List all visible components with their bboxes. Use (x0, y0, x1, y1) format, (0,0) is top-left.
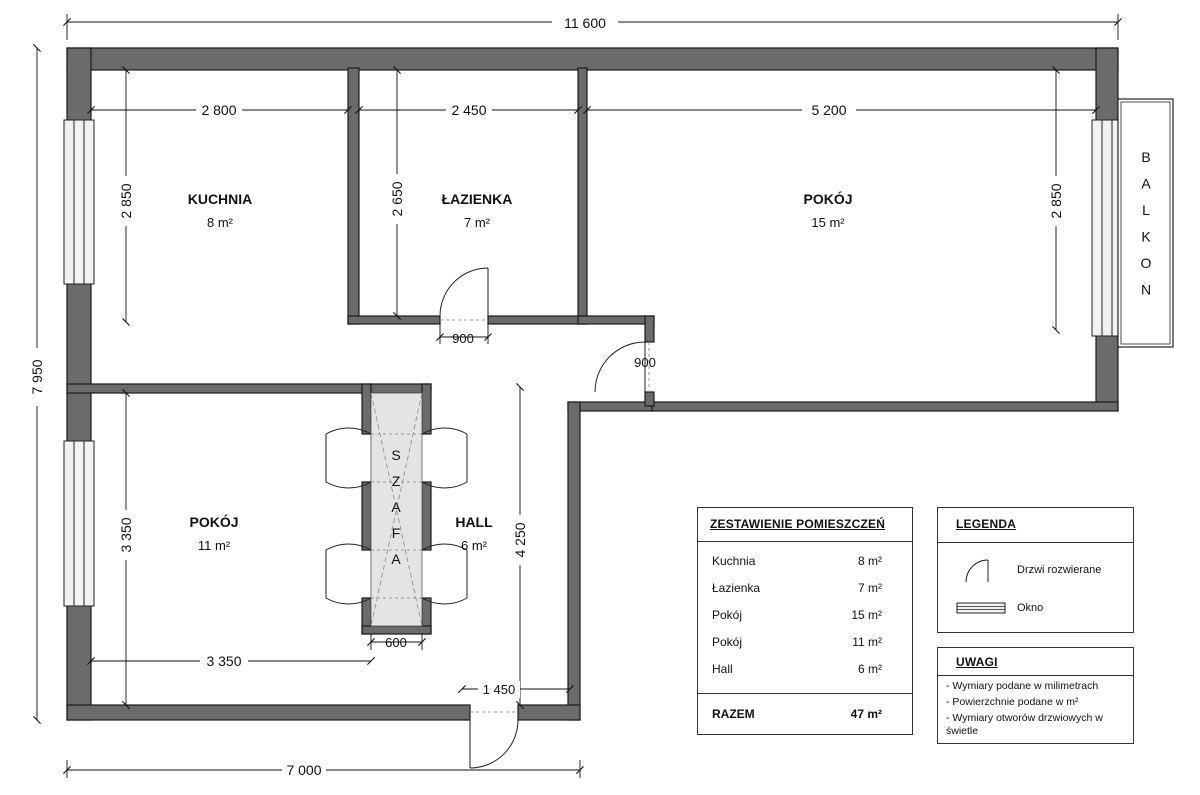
window-pokoj-small (63, 440, 95, 607)
table-row: Kuchnia 8 m² (712, 554, 882, 568)
szafa-letter: F (392, 525, 401, 541)
room-name-lazienka: ŁAZIENKA (442, 191, 513, 207)
legend-title: LEGENDA (956, 517, 1017, 531)
row-area: 8 m² (858, 554, 882, 568)
room-area-pokoj-big: 15 m² (811, 215, 845, 230)
dim-lazienka-height: 2 650 (389, 181, 405, 216)
dim-kuchnia-height: 2 850 (118, 183, 134, 218)
room-area-hall: 6 m² (461, 538, 488, 553)
balkon-letter: B (1141, 149, 1150, 165)
row-name: Łazienka (712, 581, 761, 595)
dim-lazienka-width: 2 450 (451, 102, 486, 118)
wardrobe (325, 392, 468, 627)
window-kuchnia (63, 119, 95, 285)
dim-pokoj-small-width: 3 350 (206, 653, 241, 669)
dim-bottom-width: 7 000 (286, 762, 321, 778)
row-name: Kuchnia (712, 554, 756, 568)
balkon-letter: L (1142, 202, 1150, 218)
row-area: 6 m² (858, 662, 882, 676)
room-schedule-table: ZESTAWIENIE POMIESZCZEŃ Kuchnia 8 m² Łaz… (697, 507, 913, 735)
legend-door-label: Drzwi rozwierane (1017, 564, 1102, 576)
dim-total-height: 7 950 (29, 359, 45, 394)
table-row: Pokój 11 m² (712, 635, 882, 649)
room-name-kuchnia: KUCHNIA (188, 191, 253, 207)
note-item: - Wymiary podane w milimetrach (946, 680, 1099, 692)
legend: LEGENDA Drzwi rozwierane Okno (937, 507, 1134, 633)
balkon-letter: A (1141, 176, 1151, 192)
room-area-lazienka: 7 m² (464, 215, 491, 230)
szafa-letter: A (391, 551, 401, 567)
balkon-letter: O (1141, 255, 1152, 271)
schedule-title: ZESTAWIENIE POMIESZCZEŃ (710, 517, 886, 531)
divider (938, 675, 1133, 676)
notes: UWAGI - Wymiary podane w milimetrach - P… (937, 647, 1134, 744)
divider (938, 542, 1133, 543)
room-name-hall: HALL (455, 514, 493, 530)
door-swing-icon (965, 559, 989, 583)
dim-kuchnia-width: 2 800 (201, 102, 236, 118)
room-area-pokoj-small: 11 m² (198, 538, 231, 553)
divider (698, 541, 912, 542)
row-area: 7 m² (858, 581, 882, 595)
note-item: - Wymiary otworów drzwiowych w świetle (946, 712, 1103, 737)
room-labels: KUCHNIA 8 m² ŁAZIENKA 7 m² POKÓJ 15 m² P… (188, 190, 853, 553)
szafa-letter: A (391, 499, 401, 515)
dim-hall-height: 4 250 (512, 522, 528, 557)
balkon-letter: K (1141, 229, 1151, 245)
dim-pokoj-small-height: 3 350 (118, 517, 134, 552)
dim-wardrobe-width: 600 (385, 635, 407, 650)
total-row: RAZEM 47 m² (712, 707, 882, 721)
row-area: 15 m² (851, 608, 882, 622)
divider (698, 693, 912, 694)
dimension-labels: 11 600 7 950 7 000 2 800 2 450 5 200 2 8… (27, 12, 1066, 780)
table-row: Łazienka 7 m² (712, 581, 882, 595)
szafa-letter: Z (392, 473, 401, 489)
room-name-pokoj-big: POKÓJ (803, 190, 852, 207)
row-area: 11 m² (852, 635, 882, 649)
window-pokoj-big (1091, 119, 1123, 337)
row-name: Hall (712, 662, 733, 676)
window-symbol-icon (956, 602, 1006, 614)
total-value: 47 m² (850, 707, 882, 721)
dim-entrance: 1 450 (483, 682, 516, 697)
legend-window-label: Okno (1017, 602, 1044, 614)
balkon-letter: N (1141, 282, 1151, 298)
szafa-letter: S (391, 447, 400, 463)
total-label: RAZEM (712, 707, 755, 721)
room-area-kuchnia: 8 m² (207, 215, 234, 230)
row-name: Pokój (712, 635, 743, 649)
row-name: Pokój (712, 608, 743, 622)
windows (63, 119, 1123, 607)
room-name-pokoj-small: POKÓJ (189, 513, 238, 530)
dim-total-width: 11 600 (564, 15, 606, 31)
dim-pokoj-big-height: 2 850 (1048, 183, 1064, 218)
table-row: Pokój 15 m² (712, 608, 882, 622)
notes-title: UWAGI (956, 655, 998, 669)
table-row: Hall 6 m² (712, 662, 882, 676)
doors (439, 267, 650, 769)
dim-pokoj-big-width: 5 200 (811, 102, 846, 118)
dim-door-pokoj: 900 (634, 355, 656, 370)
note-item: - Powierzchnie podane w m² (946, 696, 1079, 708)
dim-door-lazienka: 900 (452, 331, 474, 346)
